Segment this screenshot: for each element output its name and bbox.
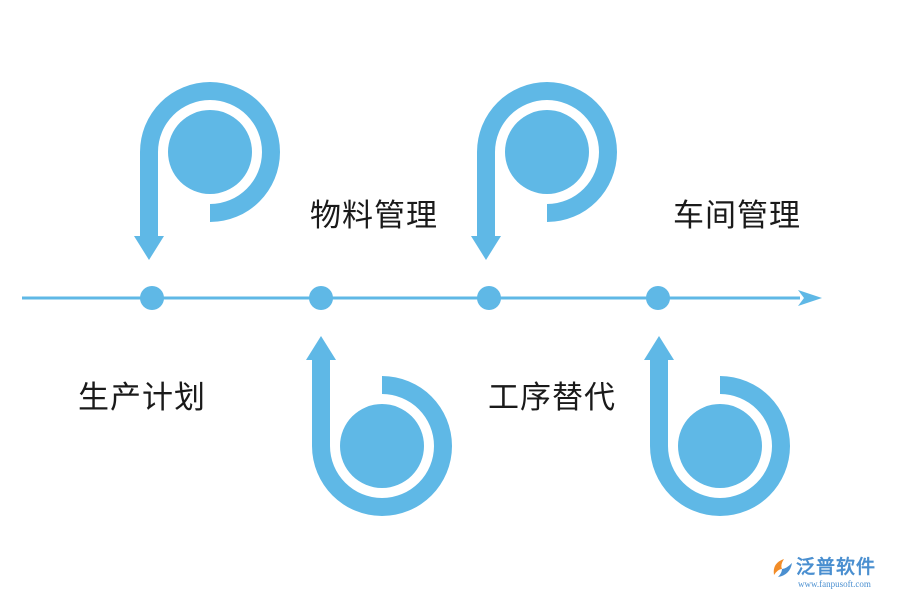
step-label-1: 生产计划 [78, 380, 206, 416]
step-label-2: 物料管理 [310, 198, 438, 234]
timeline-arrowhead [798, 290, 822, 306]
b-arrow-up-icon [644, 336, 790, 516]
p-arrow-down-icon [471, 82, 617, 260]
b-arrow-up-icon [306, 336, 452, 516]
p-arrow-down-icon [134, 82, 280, 260]
brand-mark-icon [773, 559, 792, 577]
timeline-node-3 [477, 286, 501, 310]
brand-url: www.fanpusoft.com [798, 579, 871, 589]
timeline-node-2 [309, 286, 333, 310]
step-label-3: 工序替代 [488, 380, 616, 416]
brand-name: 泛普软件 [796, 556, 877, 578]
timeline-node-4 [646, 286, 670, 310]
timeline-node-1 [140, 286, 164, 310]
step-label-4: 车间管理 [673, 198, 801, 234]
brand-logo: 泛普软件 www.fanpusoft.com [770, 552, 895, 598]
